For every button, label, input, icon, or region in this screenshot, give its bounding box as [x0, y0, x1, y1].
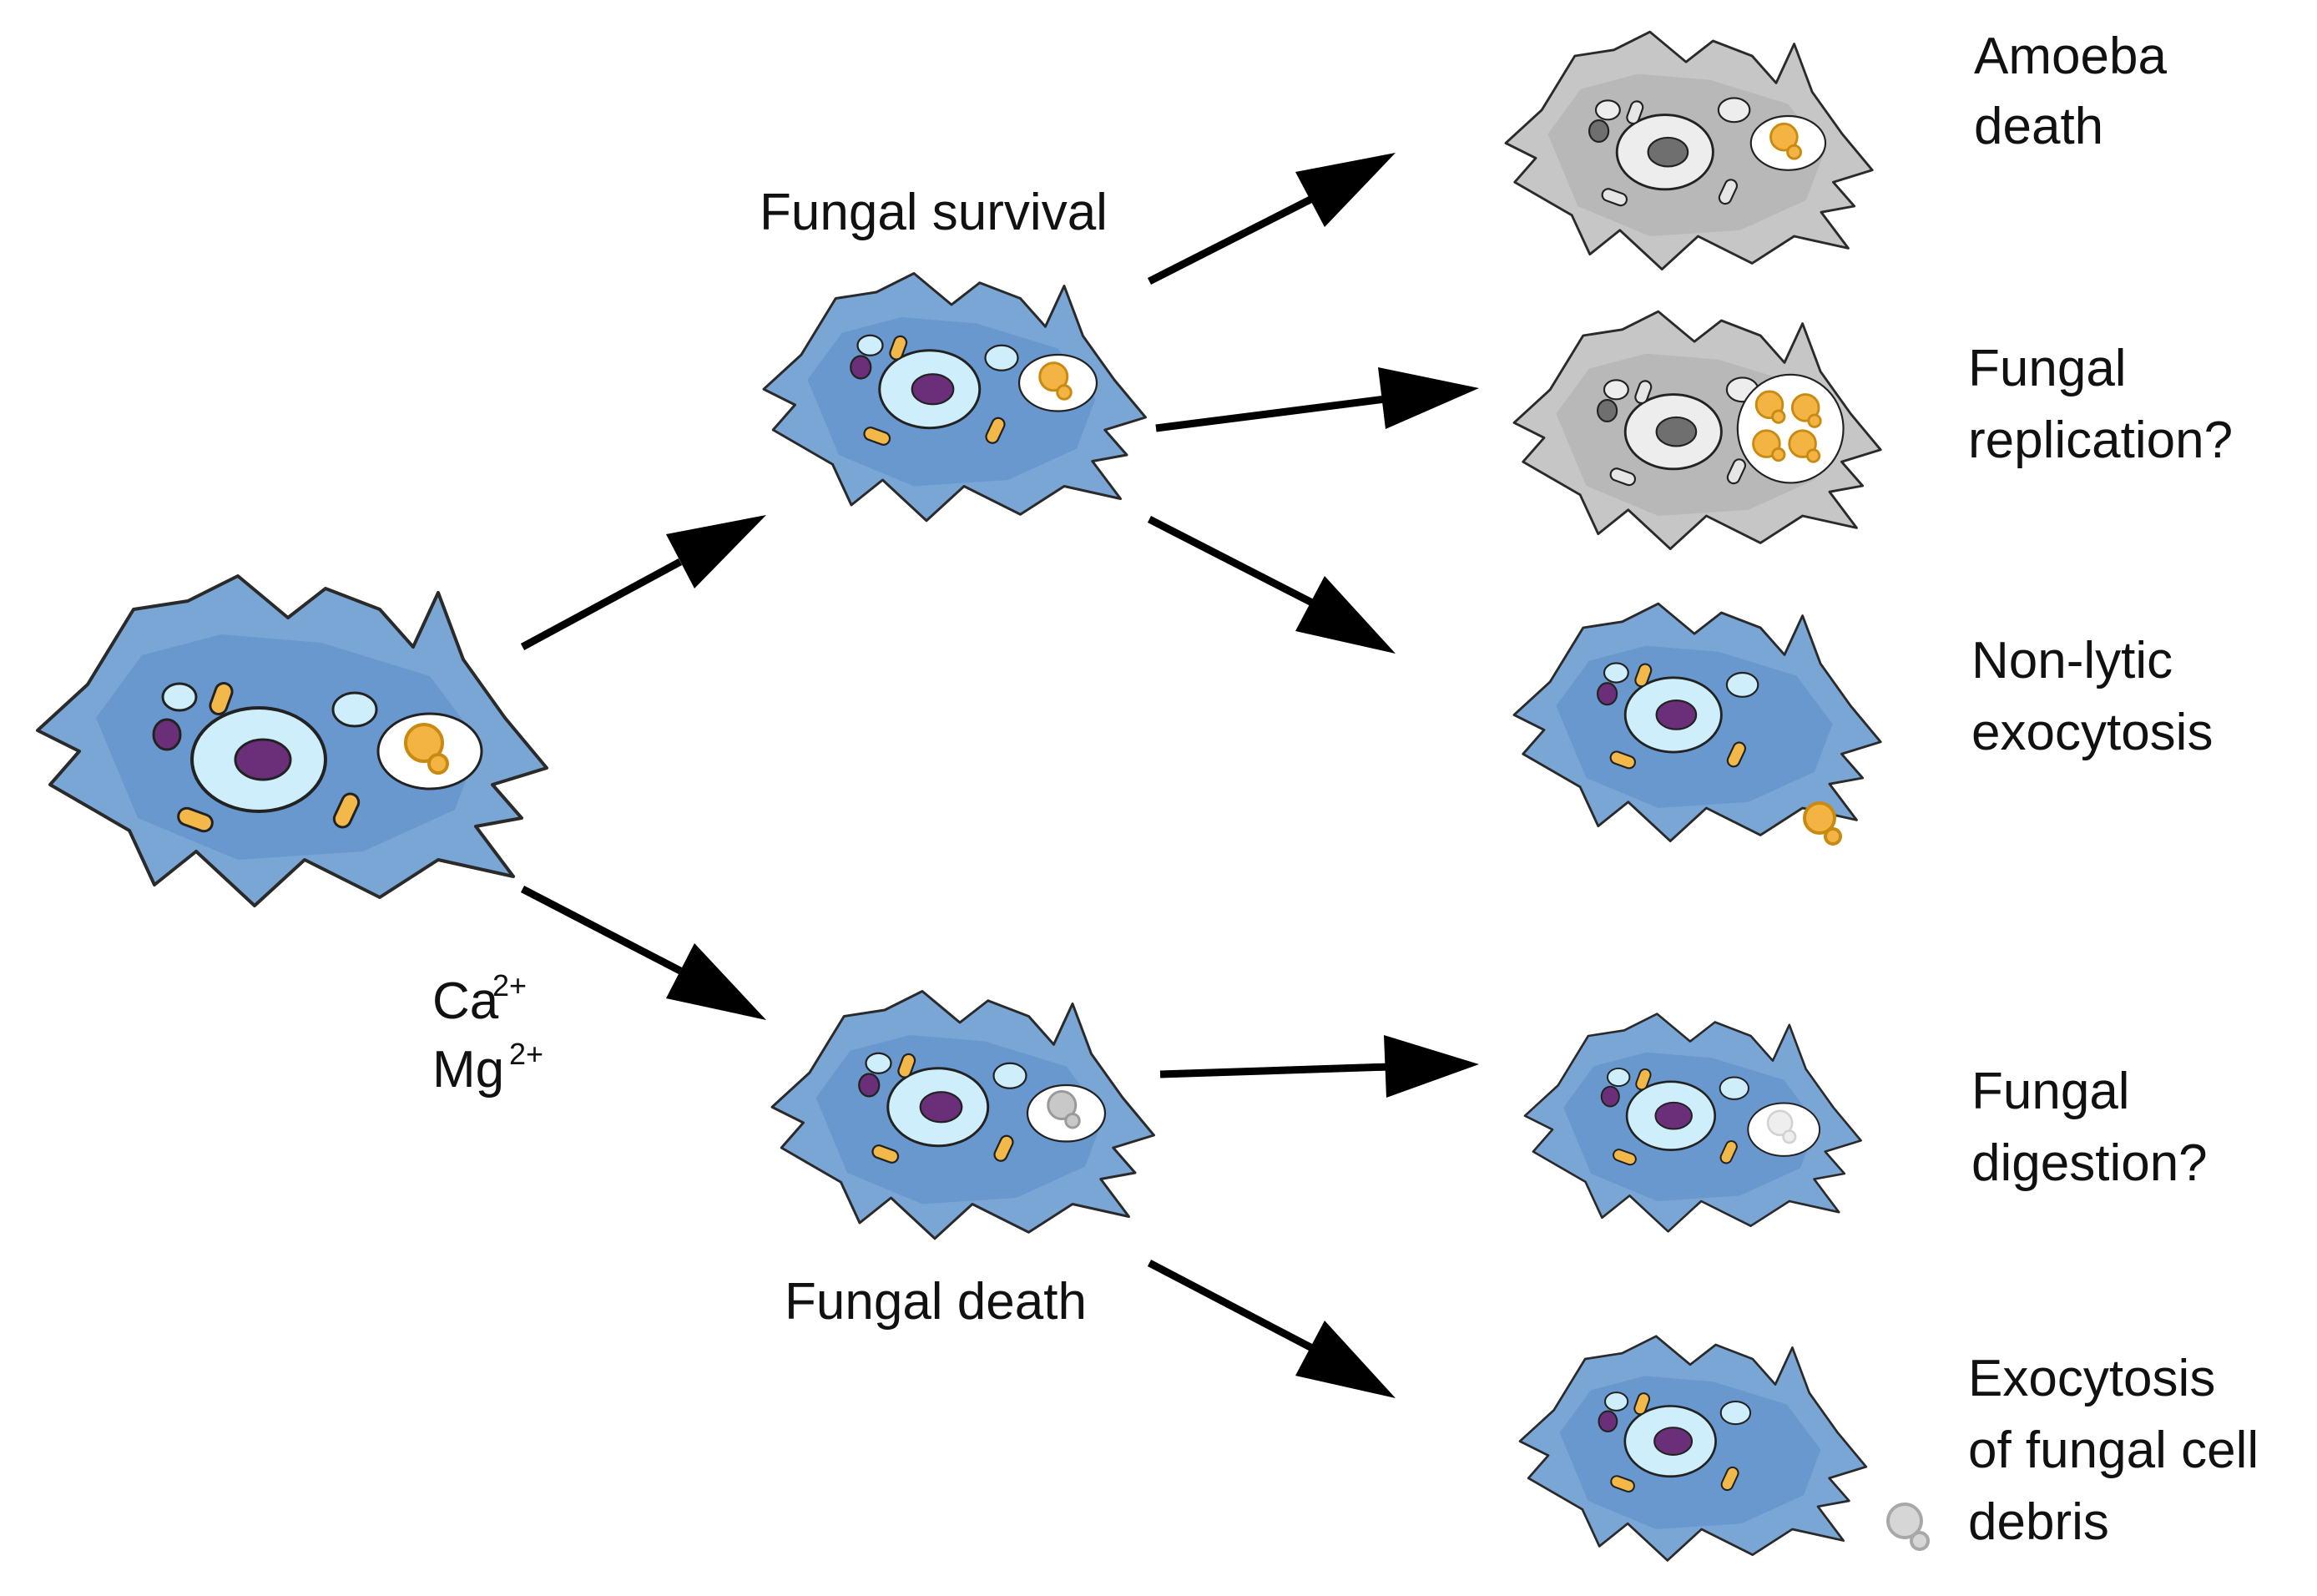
label-fungal-survival: Fungal survival	[760, 184, 1108, 241]
svg-text:Fungal: Fungal	[1968, 340, 2127, 397]
dead-fungal-cell-icon	[1047, 1090, 1081, 1129]
arrow-to-amoeba-death	[1147, 153, 1396, 285]
svg-text:death: death	[1974, 98, 2103, 155]
label-fungal-death: Fungal death	[785, 1273, 1087, 1331]
label-divalent-cations: Ca 2+ Mg 2+	[432, 968, 543, 1099]
digested-fungal-cell-icon	[1766, 1109, 1797, 1144]
outcome-exocytosis-debris-label: Exocytosis of fungal cell debris	[1968, 1350, 2259, 1551]
svg-text:of fungal cell: of fungal cell	[1968, 1422, 2259, 1479]
label-mg: Mg	[432, 1041, 504, 1099]
exocytosed-fungal-cell-icon	[1803, 801, 1842, 846]
non-lytic-exocytosis-cell	[1512, 602, 1882, 843]
arrows-group	[520, 153, 1479, 1398]
outcome-non-lytic-exocytosis-label: Non-lytic exocytosis	[1971, 632, 2213, 761]
label-ca-charge: 2+	[492, 968, 527, 1003]
svg-text:digestion?: digestion?	[1971, 1134, 2208, 1192]
svg-text:Non-lytic: Non-lytic	[1971, 632, 2173, 689]
amoeba-death-cell	[1504, 30, 1874, 271]
fungal-replication-cell	[1512, 310, 1882, 551]
amoeba-survival-cell	[762, 272, 1147, 523]
arrow-to-exocytosis-debris	[1147, 1260, 1396, 1398]
svg-text:Fungal: Fungal	[1971, 1063, 2130, 1120]
amoeba-fungal-death-cell	[770, 990, 1155, 1240]
outcome-fungal-replication-label: Fungal replication?	[1968, 340, 2233, 469]
svg-text:exocytosis: exocytosis	[1971, 704, 2213, 761]
svg-text:Exocytosis: Exocytosis	[1968, 1350, 2215, 1407]
arrow-to-fungal-digestion	[1159, 1035, 1479, 1098]
fungal-cell-icon	[1769, 122, 1802, 160]
amoeba-start-cell	[36, 574, 548, 907]
arrow-to-fungal-survival	[520, 515, 766, 650]
svg-text:Amoeba: Amoeba	[1974, 28, 2167, 85]
exocytosis-debris-cell	[1518, 1335, 1868, 1562]
mitochondria-icon	[177, 682, 361, 833]
fungal-digestion-cell	[1523, 1013, 1862, 1233]
arrow-to-fungal-death	[520, 886, 766, 1020]
label-mg-charge: 2+	[509, 1037, 543, 1071]
outcome-amoeba-death-label: Amoeba death	[1974, 28, 2167, 155]
label-ca: Ca	[432, 972, 499, 1030]
fungal-cell-icon	[1038, 361, 1073, 401]
fungal-cell-icon	[1752, 390, 1822, 463]
svg-text:replication?: replication?	[1968, 412, 2233, 469]
arrow-to-fungal-replication	[1155, 367, 1479, 432]
fungal-debris-icon	[1886, 1503, 1930, 1551]
arrow-to-non-lytic-exocytosis	[1147, 515, 1396, 654]
outcome-fungal-digestion-label: Fungal digestion?	[1971, 1063, 2208, 1192]
fungal-cell-icon	[404, 723, 449, 775]
svg-text:debris: debris	[1968, 1493, 2109, 1551]
